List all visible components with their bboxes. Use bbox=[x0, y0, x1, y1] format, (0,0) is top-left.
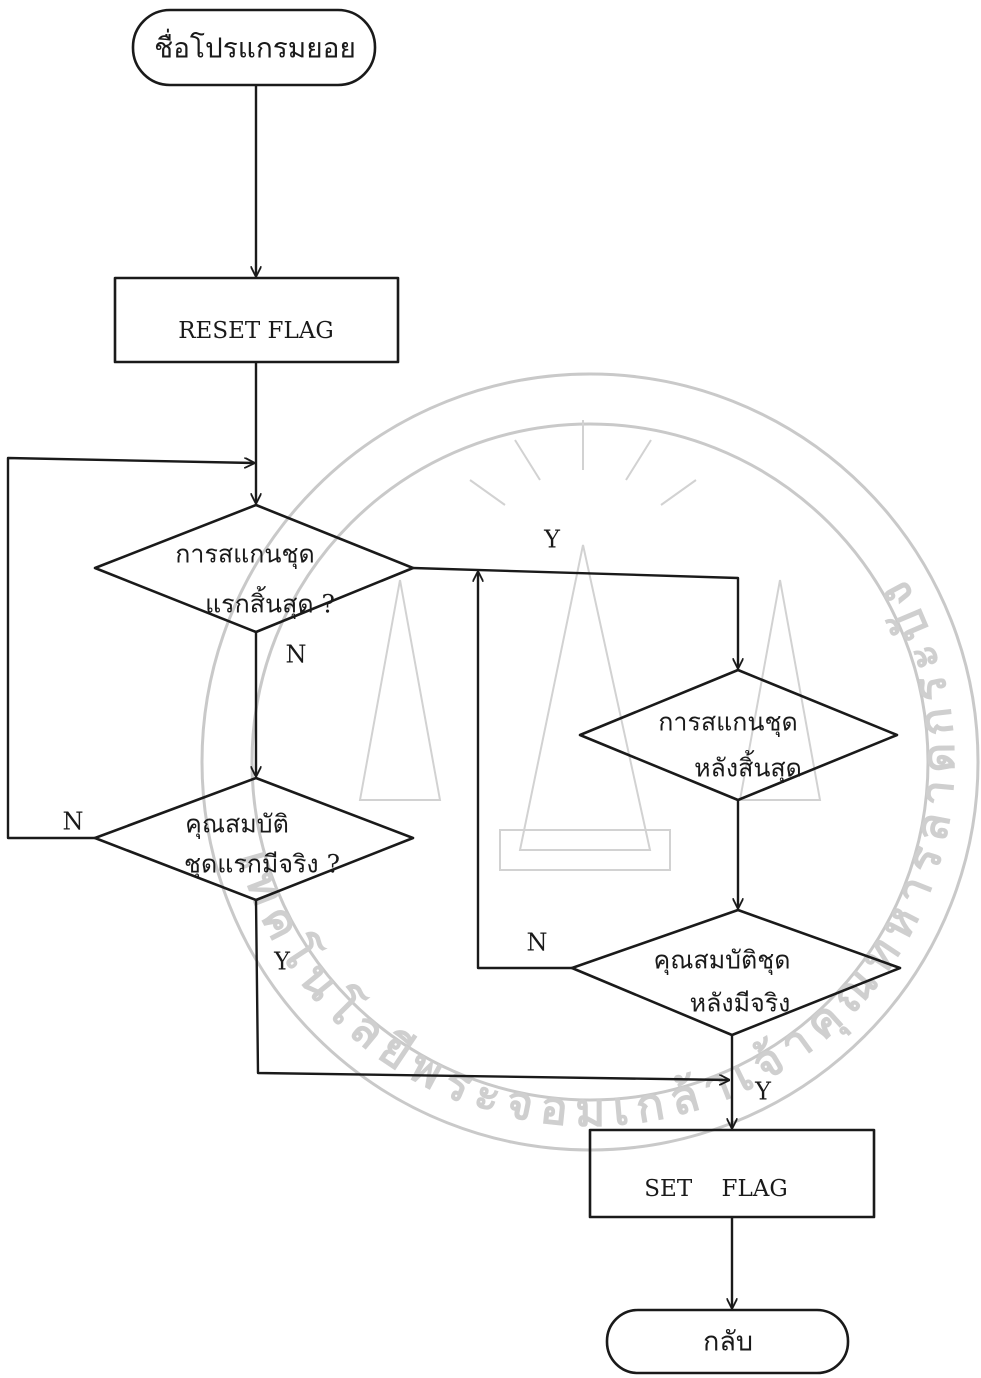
second-set-decision-line2: หลังมีจริง bbox=[690, 989, 791, 1018]
watermark-outer-ring bbox=[202, 374, 978, 1150]
first-scan-yes-label: Y bbox=[543, 526, 561, 554]
first-set-decision-line2: ชุดแรกมีจริง ? bbox=[184, 850, 340, 880]
set-flag-box bbox=[590, 1130, 874, 1217]
watermark-seal: เทคโนโลยีพระจอมเกล้าเจ้าคุณทหารลาดกระบัง bbox=[202, 374, 978, 1150]
watermark-left-tower-shape bbox=[360, 580, 440, 800]
first-scan-decision-line2: แรกสิ้นสุด ? bbox=[205, 586, 335, 620]
second-set-no-label: N bbox=[527, 929, 548, 957]
edge-second-set-no-loop bbox=[478, 572, 572, 968]
node-start: ชื่อโปรแกรมยอย bbox=[133, 10, 375, 85]
return-label: กลับ bbox=[703, 1327, 753, 1358]
first-set-yes-label: Y bbox=[273, 948, 291, 976]
first-scan-no-label: N bbox=[286, 641, 307, 669]
first-set-decision-line1: คุณสมบัติ bbox=[185, 810, 289, 840]
branch-labels: N Y N Y N Y bbox=[63, 526, 773, 1106]
node-set-flag: SET FLAG bbox=[590, 1130, 874, 1217]
first-scan-decision-line1: การสแกนชุด bbox=[175, 540, 314, 570]
watermark-emblem bbox=[360, 420, 820, 870]
reset-flag-label: RESET FLAG bbox=[178, 318, 334, 344]
node-decision-second-scan-end: การสแกนชุด หลังสิ้นสุด bbox=[580, 670, 897, 800]
start-label: ชื่อโปรแกรมยอย bbox=[154, 29, 356, 65]
set-flag-label: SET FLAG bbox=[644, 1176, 787, 1202]
second-set-yes-label: Y bbox=[754, 1078, 772, 1106]
watermark-spire-shape bbox=[520, 545, 650, 850]
second-scan-decision-line2: หลังสิ้นสุด bbox=[694, 750, 802, 784]
node-return: กลับ bbox=[607, 1310, 848, 1373]
first-set-no-label: N bbox=[63, 808, 84, 836]
second-scan-decision-line1: การสแกนชุด bbox=[658, 708, 797, 738]
second-set-decision-line1: คุณสมบัติชุด bbox=[654, 946, 791, 976]
node-reset-flag: RESET FLAG bbox=[115, 278, 398, 362]
edge-first-set-no-loop bbox=[8, 458, 254, 838]
